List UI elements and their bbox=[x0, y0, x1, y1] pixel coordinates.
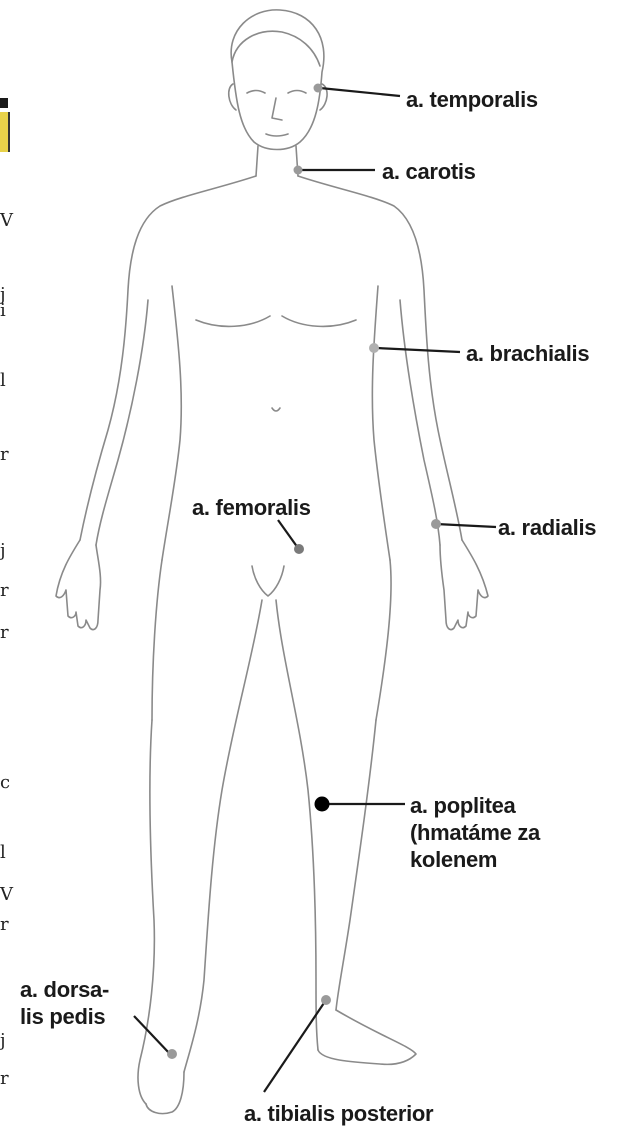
label-radialis: a. radialis bbox=[498, 514, 596, 541]
strip-glyph: r bbox=[0, 622, 9, 643]
strip-glyph: i bbox=[0, 300, 6, 321]
hand-right bbox=[440, 540, 488, 630]
strip-glyph: j bbox=[0, 1030, 6, 1051]
label-poplitea-line1: a. poplitea bbox=[410, 792, 540, 819]
neck-left bbox=[256, 146, 258, 176]
leader-temporalis bbox=[320, 88, 400, 96]
label-dorsalis-line1: a. dorsa- bbox=[20, 976, 109, 1003]
inner-arm-left bbox=[96, 300, 148, 545]
strip-glyph: j bbox=[0, 540, 6, 561]
torso-left bbox=[80, 176, 256, 540]
strip-glyph: r bbox=[0, 444, 9, 465]
strip-glyph: r bbox=[0, 914, 9, 935]
marker-brachialis bbox=[369, 343, 379, 353]
strip-glyph: V bbox=[0, 210, 13, 231]
inner-arm-right bbox=[400, 300, 440, 545]
label-tibialis-posterior: a. tibialis posterior bbox=[244, 1100, 433, 1127]
torso-side-left bbox=[162, 286, 181, 560]
strip-bar-top bbox=[0, 98, 8, 108]
mouth bbox=[266, 134, 288, 136]
strip-glyph: c bbox=[0, 772, 10, 793]
leader-femoralis bbox=[278, 520, 298, 548]
label-dorsalis-line2: lis pedis bbox=[20, 1003, 109, 1030]
leader-dorsalis bbox=[134, 1016, 170, 1054]
label-brachialis: a. brachialis bbox=[466, 340, 589, 367]
label-carotis: a. carotis bbox=[382, 158, 476, 185]
marker-carotis bbox=[294, 166, 303, 175]
label-poplitea-line3: kolenem bbox=[410, 846, 540, 873]
crotch bbox=[252, 566, 284, 596]
foot-right bbox=[318, 1010, 416, 1064]
eye-right bbox=[288, 91, 306, 94]
strip-glyph: r bbox=[0, 580, 9, 601]
navel bbox=[272, 408, 280, 411]
hair-outline bbox=[232, 31, 320, 66]
foot-left bbox=[146, 1072, 184, 1114]
left-cropped-strip: V j i l r j r r c l V r j r bbox=[0, 0, 14, 1133]
eye-left bbox=[247, 91, 265, 94]
leg-left-outer bbox=[138, 720, 154, 1104]
leg-right-outer bbox=[336, 720, 376, 1010]
nose bbox=[272, 98, 282, 120]
leader-tibialis bbox=[264, 1000, 326, 1092]
leader-brachialis bbox=[376, 348, 460, 352]
strip-glyph: V bbox=[0, 884, 13, 905]
hip-right bbox=[376, 560, 391, 720]
torso-side-right bbox=[372, 286, 390, 560]
leg-right-inner bbox=[276, 600, 318, 1050]
label-poplitea-line2: (hmatáme za bbox=[410, 819, 540, 846]
strip-glyph: r bbox=[0, 1068, 9, 1089]
hand-left bbox=[56, 540, 101, 630]
chest-left bbox=[196, 316, 270, 326]
leg-left-inner bbox=[184, 600, 262, 1072]
strip-accent-tab bbox=[0, 112, 10, 152]
strip-glyph: l bbox=[0, 370, 6, 391]
marker-tibialis bbox=[321, 995, 331, 1005]
label-dorsalis-pedis: a. dorsa- lis pedis bbox=[20, 976, 109, 1030]
marker-radialis bbox=[431, 519, 441, 529]
hip-left bbox=[152, 560, 162, 720]
label-poplitea: a. poplitea (hmatáme za kolenem bbox=[410, 792, 540, 873]
label-femoralis: a. femoralis bbox=[192, 494, 311, 521]
chest-right bbox=[282, 316, 356, 326]
marker-temporalis bbox=[314, 84, 323, 93]
leader-radialis bbox=[436, 524, 496, 527]
marker-femoralis bbox=[294, 544, 304, 554]
marker-dorsalis bbox=[167, 1049, 177, 1059]
label-temporalis: a. temporalis bbox=[406, 86, 538, 113]
strip-glyph: l bbox=[0, 842, 6, 863]
marker-poplitea bbox=[315, 797, 330, 812]
